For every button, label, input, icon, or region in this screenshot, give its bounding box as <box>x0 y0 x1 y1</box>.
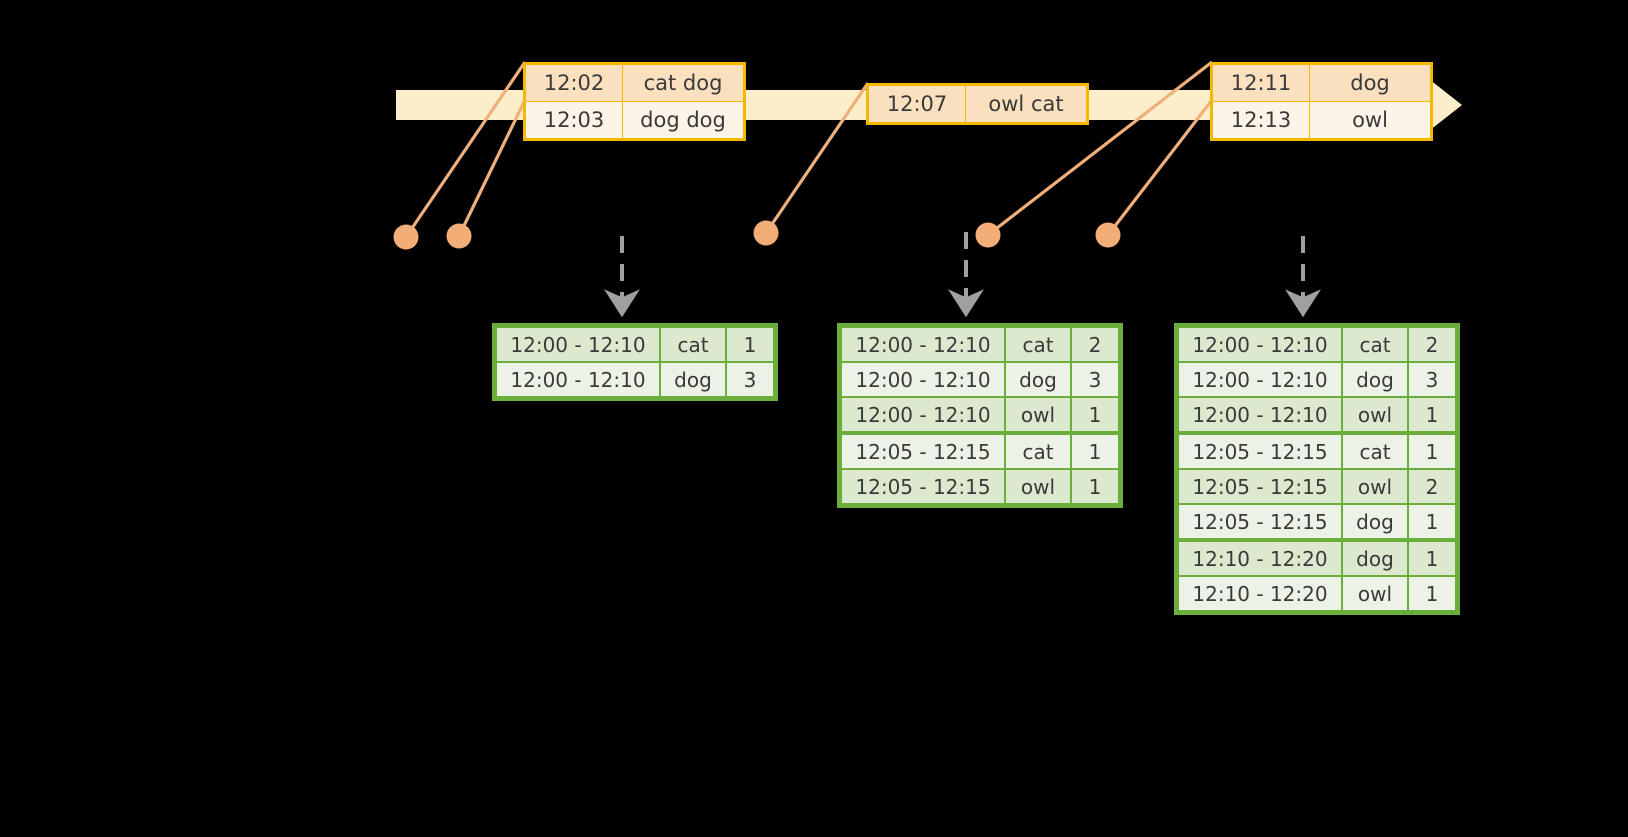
word-count: 3 <box>727 363 773 396</box>
word-count: 3 <box>1072 363 1118 396</box>
emit-arrows <box>604 232 1321 318</box>
word-key: cat <box>1343 435 1407 468</box>
trigger-dots <box>393 220 1121 250</box>
word-count: 1 <box>1409 435 1455 468</box>
event-words: owl <box>1309 101 1432 140</box>
word-count: 2 <box>1072 328 1118 361</box>
word-count: 1 <box>727 328 773 361</box>
table-row[interactable]: 12:05 - 12:15 cat 1 <box>842 435 1118 468</box>
word-key: owl <box>1343 577 1407 610</box>
event-row[interactable]: 12:03 dog dog <box>524 101 745 140</box>
word-count: 1 <box>1409 577 1455 610</box>
event-time: 12:13 <box>1211 101 1310 140</box>
event-words: dog <box>1309 63 1432 102</box>
window-range: 12:00 - 12:10 <box>1179 328 1341 361</box>
window-range: 12:00 - 12:10 <box>497 363 659 396</box>
event-words: dog dog <box>622 101 745 140</box>
trigger-dot-2 <box>446 223 472 249</box>
event-time: 12:11 <box>1211 63 1310 102</box>
events-group-3[interactable]: 12:11 dog 12:13 owl <box>1210 62 1433 141</box>
event-time: 12:03 <box>524 101 623 140</box>
table-row[interactable]: 12:05 - 12:15 owl 2 <box>1179 470 1455 503</box>
table-row[interactable]: 12:00 - 12:10 owl 1 <box>842 398 1118 433</box>
event-words: cat dog <box>622 63 745 102</box>
trigger-dot-5 <box>1095 222 1121 248</box>
events-group-2[interactable]: 12:07 owl cat <box>866 83 1089 125</box>
window-range: 12:05 - 12:15 <box>842 435 1004 468</box>
window-range: 12:00 - 12:10 <box>842 398 1004 433</box>
event-words: owl cat <box>965 84 1088 124</box>
window-range: 12:05 - 12:15 <box>1179 435 1341 468</box>
word-key: cat <box>661 328 725 361</box>
word-key: cat <box>1343 328 1407 361</box>
table-row[interactable]: 12:10 - 12:20 dog 1 <box>1179 542 1455 575</box>
word-count: 1 <box>1072 470 1118 503</box>
event-row[interactable]: 12:02 cat dog <box>524 63 745 102</box>
window-range: 12:10 - 12:20 <box>1179 542 1341 575</box>
table-row[interactable]: 12:00 - 12:10 dog 3 <box>842 363 1118 396</box>
event-row[interactable]: 12:11 dog <box>1211 63 1432 102</box>
event-row[interactable]: 12:13 owl <box>1211 101 1432 140</box>
word-count: 1 <box>1409 542 1455 575</box>
word-count: 1 <box>1409 505 1455 540</box>
table-row[interactable]: 12:00 - 12:10 dog 3 <box>1179 363 1455 396</box>
events-group-1[interactable]: 12:02 cat dog 12:03 dog dog <box>523 62 746 141</box>
word-key: dog <box>661 363 725 396</box>
window-range: 12:00 - 12:10 <box>497 328 659 361</box>
trigger-dot-4 <box>975 222 1001 248</box>
trigger-dot-3 <box>753 220 779 246</box>
window-range: 12:00 - 12:10 <box>842 328 1004 361</box>
table-row[interactable]: 12:00 - 12:10 owl 1 <box>1179 398 1455 433</box>
window-counts-table-3[interactable]: 12:00 - 12:10 cat 2 12:00 - 12:10 dog 3 … <box>1174 323 1460 615</box>
word-count: 1 <box>1409 398 1455 433</box>
window-range: 12:00 - 12:10 <box>1179 363 1341 396</box>
window-range: 12:05 - 12:15 <box>1179 505 1341 540</box>
table-row[interactable]: 12:05 - 12:15 cat 1 <box>1179 435 1455 468</box>
table-row[interactable]: 12:00 - 12:10 cat 2 <box>842 328 1118 361</box>
window-counts-table-2[interactable]: 12:00 - 12:10 cat 2 12:00 - 12:10 dog 3 … <box>837 323 1123 508</box>
word-count: 1 <box>1072 398 1118 433</box>
word-key: dog <box>1343 363 1407 396</box>
window-counts-table-1[interactable]: 12:00 - 12:10 cat 1 12:00 - 12:10 dog 3 <box>492 323 778 401</box>
table-row[interactable]: 12:00 - 12:10 cat 1 <box>497 328 773 361</box>
word-key: owl <box>1006 398 1070 433</box>
word-key: dog <box>1343 505 1407 540</box>
window-range: 12:05 - 12:15 <box>842 470 1004 503</box>
table-row[interactable]: 12:00 - 12:10 cat 2 <box>1179 328 1455 361</box>
event-row[interactable]: 12:07 owl cat <box>867 84 1088 124</box>
window-range: 12:05 - 12:15 <box>1179 470 1341 503</box>
window-range: 12:10 - 12:20 <box>1179 577 1341 610</box>
word-count: 3 <box>1409 363 1455 396</box>
word-count: 2 <box>1409 470 1455 503</box>
table-row[interactable]: 12:05 - 12:15 dog 1 <box>1179 505 1455 540</box>
window-range: 12:00 - 12:10 <box>1179 398 1341 433</box>
trigger-dot-1 <box>393 224 419 250</box>
word-key: cat <box>1006 435 1070 468</box>
event-time: 12:07 <box>867 84 966 124</box>
word-key: cat <box>1006 328 1070 361</box>
word-count: 2 <box>1409 328 1455 361</box>
word-key: dog <box>1006 363 1070 396</box>
word-key: owl <box>1343 470 1407 503</box>
word-key: dog <box>1343 542 1407 575</box>
table-row[interactable]: 12:00 - 12:10 dog 3 <box>497 363 773 396</box>
event-time: 12:02 <box>524 63 623 102</box>
word-count: 1 <box>1072 435 1118 468</box>
word-key: owl <box>1343 398 1407 433</box>
table-row[interactable]: 12:10 - 12:20 owl 1 <box>1179 577 1455 610</box>
word-key: owl <box>1006 470 1070 503</box>
window-range: 12:00 - 12:10 <box>842 363 1004 396</box>
table-row[interactable]: 12:05 - 12:15 owl 1 <box>842 470 1118 503</box>
